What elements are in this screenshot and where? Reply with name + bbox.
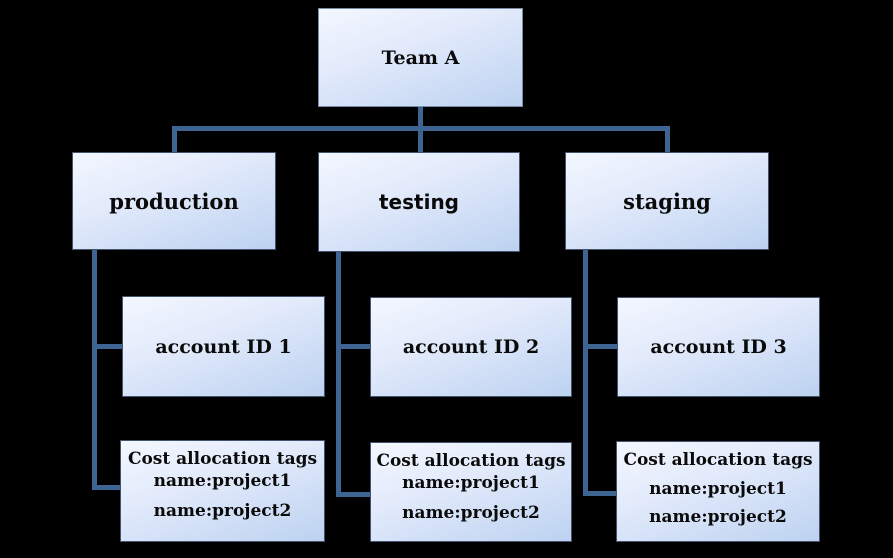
node-account-id-3: account ID 3 xyxy=(617,297,820,397)
connector-staging-account-elbow xyxy=(583,344,619,349)
connector-testing-vertical xyxy=(336,251,341,497)
cost-tags-2-tag-1: name:project1 xyxy=(402,472,540,493)
node-account-id-2-label: account ID 2 xyxy=(402,336,540,358)
cost-tags-2-title: Cost allocation tags xyxy=(376,451,566,471)
node-account-id-2: account ID 2 xyxy=(370,297,572,397)
cost-tags-1-title: Cost allocation tags xyxy=(127,449,318,469)
cost-tags-1-tag-1: name:project1 xyxy=(153,470,292,491)
node-cost-tags-2: Cost allocation tags name:project1 name:… xyxy=(370,442,572,542)
connector-testing-account-elbow xyxy=(336,344,372,349)
node-production-label: production xyxy=(109,188,239,214)
node-staging-label: staging xyxy=(623,188,711,214)
node-cost-tags-1: Cost allocation tags name:project1 name:… xyxy=(120,440,325,542)
connector-production-vertical xyxy=(92,249,97,490)
node-account-id-1: account ID 1 xyxy=(122,296,325,397)
node-testing: testing xyxy=(318,152,520,252)
cost-tags-1-lines: Cost allocation tags name:project1 name:… xyxy=(121,449,324,522)
connector-staging-stub xyxy=(665,126,670,154)
connector-production-stub xyxy=(172,126,177,154)
cost-tags-3-tag-1: name:project1 xyxy=(649,478,787,499)
node-testing-label: testing xyxy=(379,190,459,214)
node-account-id-3-label: account ID 3 xyxy=(650,336,787,358)
connector-production-cost-elbow xyxy=(92,485,122,490)
cost-tags-3-title: Cost allocation tags xyxy=(623,450,813,470)
cost-tags-3-lines: Cost allocation tags name:project1 name:… xyxy=(617,450,819,528)
node-team-a-label: Team A xyxy=(381,46,460,69)
connector-testing-cost-elbow xyxy=(336,492,372,497)
cost-tags-1-tag-2: name:project2 xyxy=(153,501,292,522)
node-staging: staging xyxy=(565,152,769,250)
node-production: production xyxy=(72,152,276,250)
node-account-id-1-label: account ID 1 xyxy=(155,335,292,358)
cost-tags-2-tag-2: name:project2 xyxy=(402,503,540,524)
connector-row-horizontal xyxy=(172,126,670,131)
cost-tags-2-lines: Cost allocation tags name:project1 name:… xyxy=(371,451,571,524)
cost-tags-3-tag-2: name:project2 xyxy=(649,507,787,528)
connector-staging-vertical xyxy=(583,249,588,496)
node-cost-tags-3: Cost allocation tags name:project1 name:… xyxy=(616,441,820,542)
connector-production-account-elbow xyxy=(92,344,124,349)
connector-staging-cost-elbow xyxy=(583,491,618,496)
node-team-a: Team A xyxy=(318,8,523,107)
